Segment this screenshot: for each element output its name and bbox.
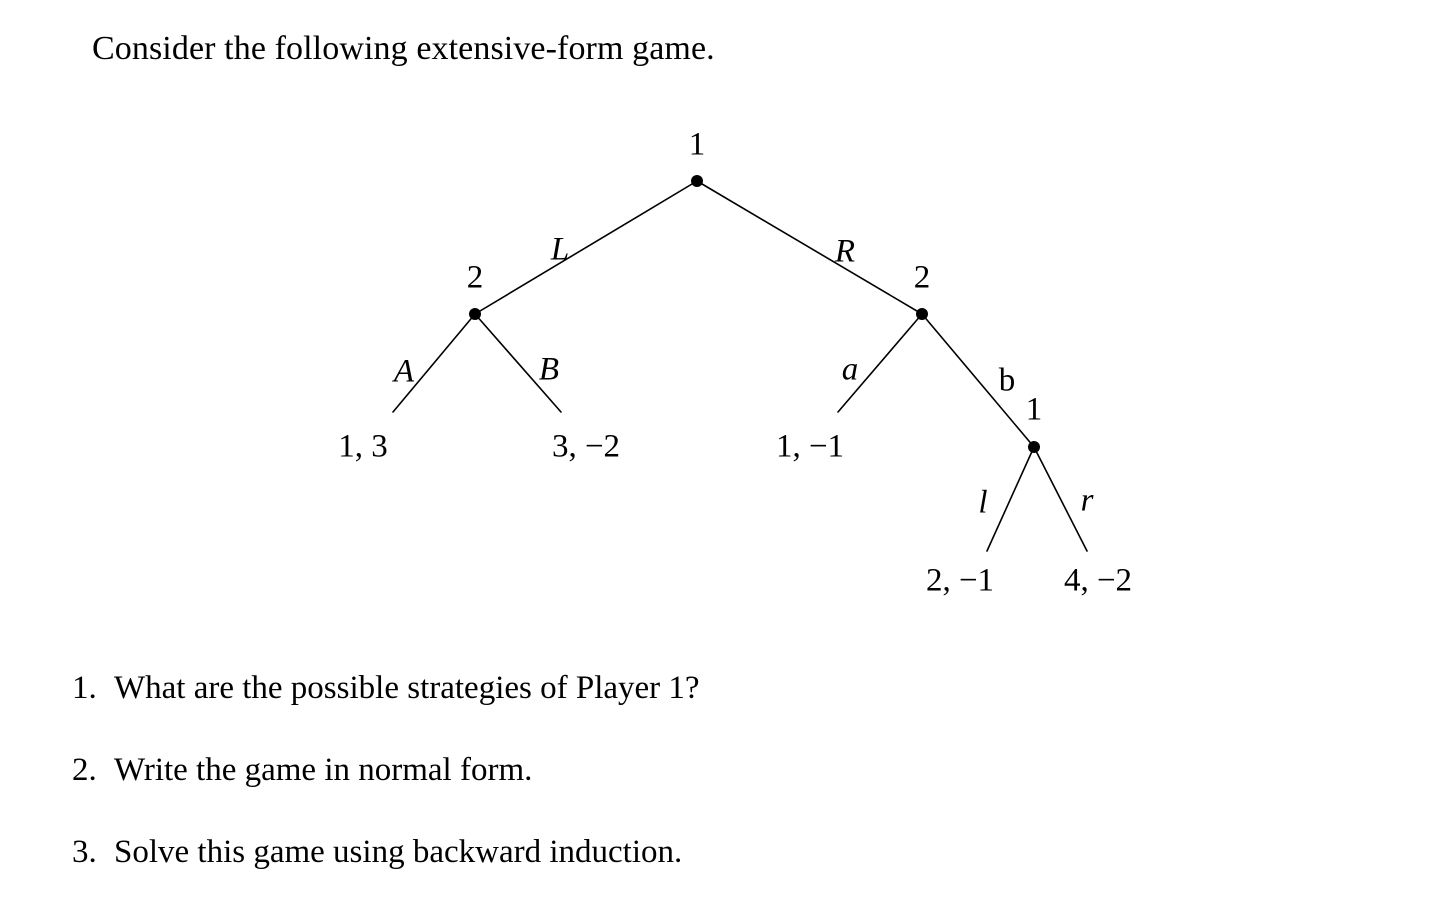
tree-edge-B bbox=[474, 313, 562, 413]
tree-action-label-l: l bbox=[978, 484, 988, 521]
tree-edge-A bbox=[392, 313, 476, 413]
tree-node-layer bbox=[469, 175, 1040, 453]
tree-node-deep-1 bbox=[1028, 441, 1040, 453]
tree-action-label-a: a bbox=[841, 351, 859, 388]
tree-action-label-L: L bbox=[550, 231, 570, 268]
tree-payoff-leaf-5: 4, −2 bbox=[1063, 562, 1133, 599]
question-number-2: 2. bbox=[72, 752, 97, 788]
question-number-1: 1. bbox=[72, 670, 97, 706]
question-text-3: Solve this game using backward induction… bbox=[114, 834, 683, 870]
tree-payoff-leaf-4: 2, −1 bbox=[925, 562, 995, 599]
tree-edge-l bbox=[986, 446, 1035, 552]
question-item-3: 3. Solve this game using backward inducti… bbox=[72, 832, 682, 872]
tree-action-label-B: B bbox=[538, 351, 560, 388]
tree-edge-L bbox=[474, 180, 698, 315]
tree-player-label-root-player: 1 bbox=[688, 126, 706, 163]
question-text-2: Write the game in normal form. bbox=[114, 752, 533, 788]
tree-edge-b bbox=[921, 313, 1035, 448]
tree-payoff-leaf-1: 1, 3 bbox=[338, 428, 388, 465]
tree-action-label-R: R bbox=[834, 233, 856, 270]
tree-action-label-r: r bbox=[1080, 482, 1094, 519]
tree-node-right-2 bbox=[916, 308, 928, 320]
question-item-2: 2. Write the game in normal form. bbox=[72, 750, 532, 790]
question-item-1: 1. What are the possible strategies of Pl… bbox=[72, 668, 700, 708]
tree-node-left-2 bbox=[469, 308, 481, 320]
question-number-3: 3. bbox=[72, 834, 97, 870]
tree-edge-r bbox=[1033, 446, 1088, 552]
tree-edge-a bbox=[837, 313, 923, 413]
tree-edge-R bbox=[696, 180, 923, 315]
tree-payoff-leaf-2: 3, −2 bbox=[551, 428, 621, 465]
tree-player-label-deep-player: 1 bbox=[1025, 391, 1043, 428]
tree-player-label-right-player: 2 bbox=[913, 259, 931, 296]
page-title: Consider the following extensive-form ga… bbox=[92, 30, 715, 67]
question-text-1: What are the possible strategies of Play… bbox=[114, 670, 700, 706]
tree-action-label-A: A bbox=[393, 353, 415, 390]
tree-player-label-left-player: 2 bbox=[466, 259, 484, 296]
game-tree-svg bbox=[392, 175, 1088, 552]
tree-action-label-b: b bbox=[998, 362, 1016, 399]
tree-payoff-leaf-3: 1, −1 bbox=[775, 428, 845, 465]
tree-node-root bbox=[691, 175, 703, 187]
tree-edge-layer bbox=[392, 180, 1088, 552]
